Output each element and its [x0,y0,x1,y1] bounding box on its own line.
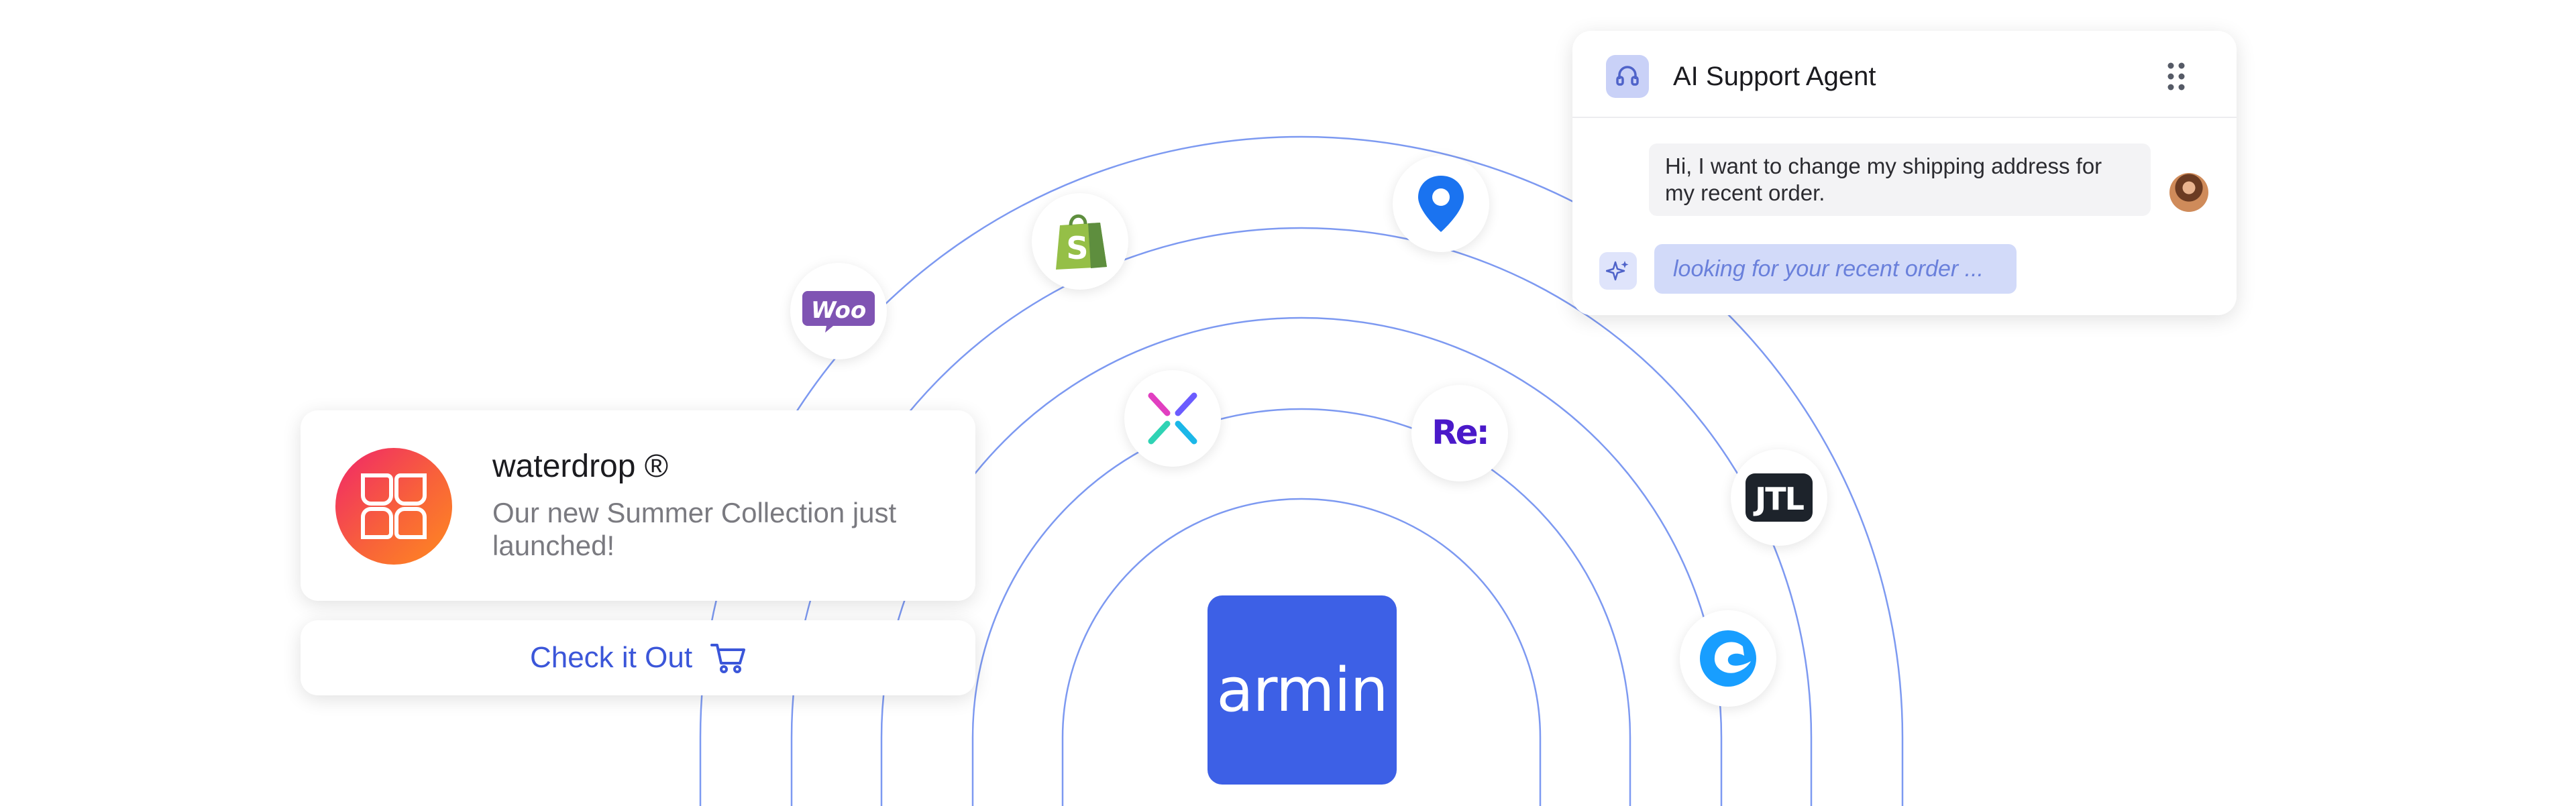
shopping-cart-icon [710,644,746,673]
jtl-icon: JTL [1731,449,1827,546]
shopify-badge-text: S [1066,230,1088,266]
user-message-bubble: Hi, I want to change my shipping address… [1649,143,2151,216]
avatar [2169,173,2208,212]
jtl-badge-text: JTL [1753,481,1804,517]
notification-title: waterdrop ® [492,449,669,484]
check-it-out-button[interactable]: Check it Out [301,620,975,695]
orbit-ring [1061,498,1542,806]
sendcloud-icon [1124,370,1221,467]
armin-logo-tile: armin [1208,595,1397,785]
brand-name: armin [1216,654,1388,726]
ai-support-chat-panel: AI Support Agent Hi, I want to change my… [1572,31,2237,315]
chat-header: AI Support Agent [1572,31,2237,118]
sparkle-icon [1599,252,1637,290]
shopware-icon [1680,610,1776,707]
woocommerce-badge-text: Woo [811,297,866,324]
shopify-icon: S [1032,193,1128,290]
notification-message: Our new Summer Collection just launched! [492,497,897,561]
chat-title: AI Support Agent [1673,62,1876,91]
dots-grid-icon[interactable] [2163,60,2190,93]
recharge-badge-text: Re: [1432,413,1487,452]
waterdrop-logo [335,448,452,565]
location-pin-icon [1393,156,1489,252]
push-notification-card[interactable]: waterdrop ® Our new Summer Collection ju… [301,410,975,601]
headset-icon [1606,55,1649,98]
flower-icon [361,473,427,539]
check-it-out-label: Check it Out [529,641,693,674]
woocommerce-icon: Woo [790,263,887,359]
ai-status-bubble: looking for your recent order ... [1654,244,2017,294]
orbit-ring [971,408,1631,806]
recharge-icon: Re: [1411,385,1508,481]
